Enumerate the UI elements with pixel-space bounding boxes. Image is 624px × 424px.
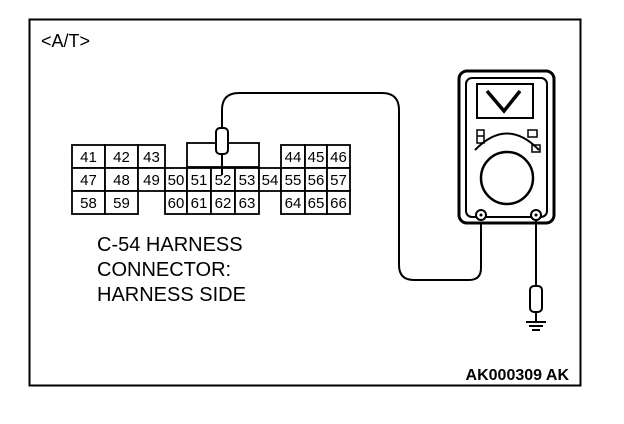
pin-label-50: 50 (168, 172, 185, 189)
pin-label-64: 64 (285, 195, 302, 212)
pin-label-56: 56 (308, 172, 325, 189)
pin-label-57: 57 (330, 172, 347, 189)
probe-wire-positive (221, 92, 482, 281)
diagram-frame (28, 18, 582, 387)
connector-caption-line-3: HARNESS SIDE (97, 284, 246, 306)
pin-label-53: 53 (239, 172, 256, 189)
ground-icon (526, 312, 546, 331)
harness-connector: 41 42 43 44 45 46 47 48 49 50 51 52 53 5… (71, 142, 351, 215)
test-probe-icon (215, 127, 229, 175)
pin-label-51: 51 (191, 172, 208, 189)
pin-label-42: 42 (113, 149, 130, 166)
connector-pin-66 (326, 190, 351, 215)
pin-label-58: 58 (80, 195, 97, 212)
pin-label-55: 55 (285, 172, 302, 189)
pin-label-54: 54 (262, 172, 279, 189)
connector-caption-line-2: CONNECTOR: (97, 259, 231, 281)
pin-label-60: 60 (168, 195, 185, 212)
pin-label-44: 44 (285, 149, 302, 166)
pin-label-47: 47 (80, 172, 97, 189)
pin-label-49: 49 (143, 172, 160, 189)
pin-label-66: 66 (330, 195, 347, 212)
pin-label-45: 45 (308, 149, 325, 166)
ground-probe-icon (529, 285, 543, 313)
pin-label-41: 41 (80, 149, 97, 166)
pin-label-62: 62 (215, 195, 232, 212)
pin-label-61: 61 (191, 195, 208, 212)
pin-label-48: 48 (113, 172, 130, 189)
connector-pin-59 (104, 190, 139, 215)
multimeter-icon (457, 69, 556, 225)
connector-caption-line-1: C-54 HARNESS (97, 234, 243, 256)
pin-label-63: 63 (239, 195, 256, 212)
pin-label-43: 43 (143, 149, 160, 166)
section-label: <A/T> (41, 31, 90, 51)
pin-label-59: 59 (113, 195, 130, 212)
pin-label-46: 46 (330, 149, 347, 166)
pin-label-65: 65 (308, 195, 325, 212)
pin-label-52: 52 (215, 172, 232, 189)
connector-pin-63 (234, 190, 260, 215)
figure-id: AK000309 AK (466, 367, 570, 384)
